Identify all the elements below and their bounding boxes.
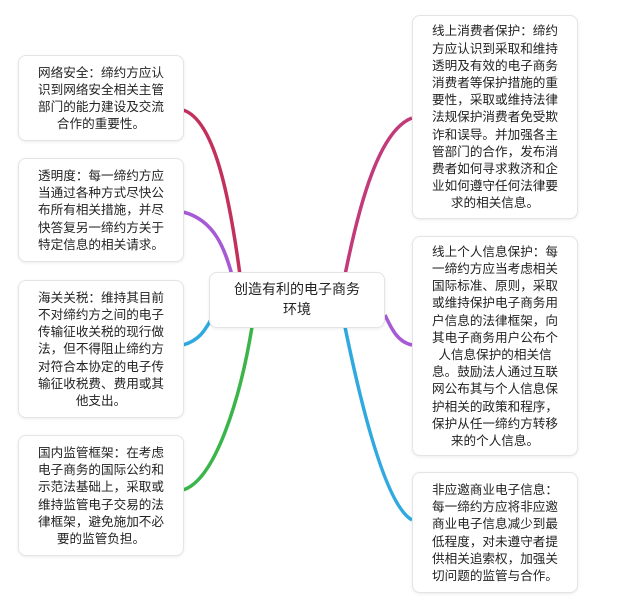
node-domestic-regulatory-framework: 国内监管框架：在考虑 电子商务的国际公约和 示范法基础上，采取或 维持监管电子交…	[18, 435, 184, 556]
node-online-consumer-protection: 线上消费者保护：缔约 方应认识到采取和维持 透明及有效的电子商务 消费者等保护措…	[412, 15, 578, 219]
node-transparency: 透明度：每一缔约方应 当通过各种方式尽快公 布所有相关措施，并尽 快答复另一缔约…	[18, 158, 184, 262]
link-unsolicited-messages	[343, 326, 413, 522]
link-customs	[182, 317, 214, 347]
node-online-personal-info-protection: 线上个人信息保护：每 一缔约方应当考虑相关 国际标准、原则，采取 或维持保护电子…	[412, 236, 578, 456]
node-unsolicited-commercial-messages: 非应邀商业电子信息： 每一缔约方应将非应邀 商业电子信息减少到最 低程度，对未遵…	[412, 472, 578, 593]
link-transparency	[182, 210, 234, 276]
link-domestic-regulation	[182, 326, 254, 492]
node-cybersecurity: 网络安全：缔约方应认 识到网络安全相关主管 部门的能力建设及交流 合作的重要性。	[18, 55, 184, 141]
link-consumer-protection	[343, 116, 413, 276]
central-topic: 创造有利的电子商务 环境	[209, 272, 385, 328]
link-cybersecurity	[182, 108, 242, 276]
link-personal-info	[383, 314, 413, 347]
node-customs-duties: 海关关税：维持其目前 不对缔约方之间的电子 传输征收关税的现行做 法，但不得阻止…	[18, 280, 184, 418]
